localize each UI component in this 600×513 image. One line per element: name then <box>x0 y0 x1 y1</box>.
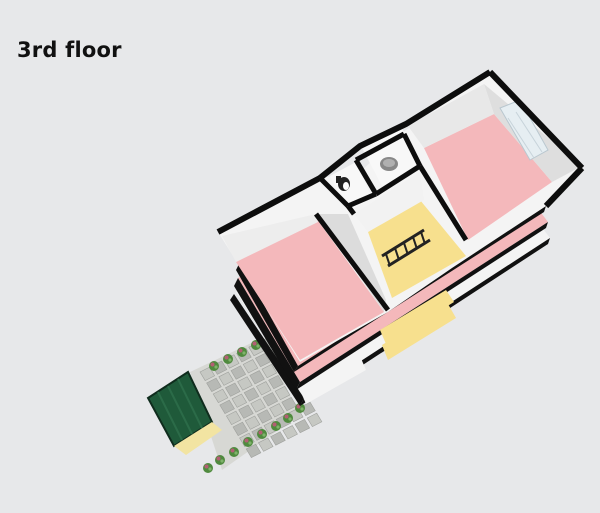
shrub-icon <box>283 413 293 423</box>
paver-tile <box>306 412 323 427</box>
floor-label: 3rd floor <box>17 38 122 62</box>
paver-tile <box>274 385 291 401</box>
paver-tile <box>219 399 235 414</box>
shrub-icon <box>237 347 247 357</box>
paver-tile <box>237 376 253 391</box>
ladder-stair-icon[interactable] <box>381 228 431 268</box>
paver-tile <box>261 363 278 379</box>
paver-tile <box>270 431 286 446</box>
paver-tile <box>269 403 285 418</box>
paver-tile <box>256 409 273 424</box>
paver-tile <box>243 387 260 402</box>
paver-tile <box>294 418 311 434</box>
paver-tile <box>225 410 242 425</box>
paver-tile <box>254 352 271 368</box>
paver-tile <box>257 437 274 452</box>
paver-tile <box>242 359 259 374</box>
pergola-icon[interactable] <box>146 370 222 455</box>
paver-tile <box>224 382 241 397</box>
shrub-icon <box>215 455 225 465</box>
round-sink-icon <box>380 157 398 171</box>
paver-tile <box>244 415 261 430</box>
paver-tile <box>250 398 266 413</box>
shrub-icon <box>203 463 213 473</box>
toilet-icon <box>336 176 350 191</box>
third-floor-plan[interactable] <box>216 69 585 362</box>
paver-tile <box>199 366 216 381</box>
window-icon[interactable] <box>499 99 549 161</box>
paver-tile <box>262 392 279 407</box>
shrub-icon <box>223 354 233 364</box>
paver-tile <box>206 377 222 392</box>
paver-tile <box>212 388 229 403</box>
paver-tile <box>245 443 262 458</box>
shrub-icon <box>271 421 281 431</box>
paver-tile <box>268 374 284 390</box>
shrub-icon <box>295 403 305 413</box>
shrub-icon <box>229 447 239 457</box>
shrub-icon <box>243 437 253 447</box>
bedroom-right-floor[interactable] <box>424 114 552 240</box>
paver-tile <box>218 371 234 386</box>
paver-tile <box>232 421 249 436</box>
paver-tile <box>249 370 265 385</box>
paver-tile <box>255 381 272 396</box>
bedroom-left-floor[interactable] <box>236 218 384 360</box>
paver-tile <box>238 404 254 419</box>
paver-tile <box>231 393 248 408</box>
shrub-icon <box>209 361 219 371</box>
shrub-icon <box>257 429 267 439</box>
paver-tile <box>230 365 247 380</box>
paver-tile <box>282 425 298 440</box>
